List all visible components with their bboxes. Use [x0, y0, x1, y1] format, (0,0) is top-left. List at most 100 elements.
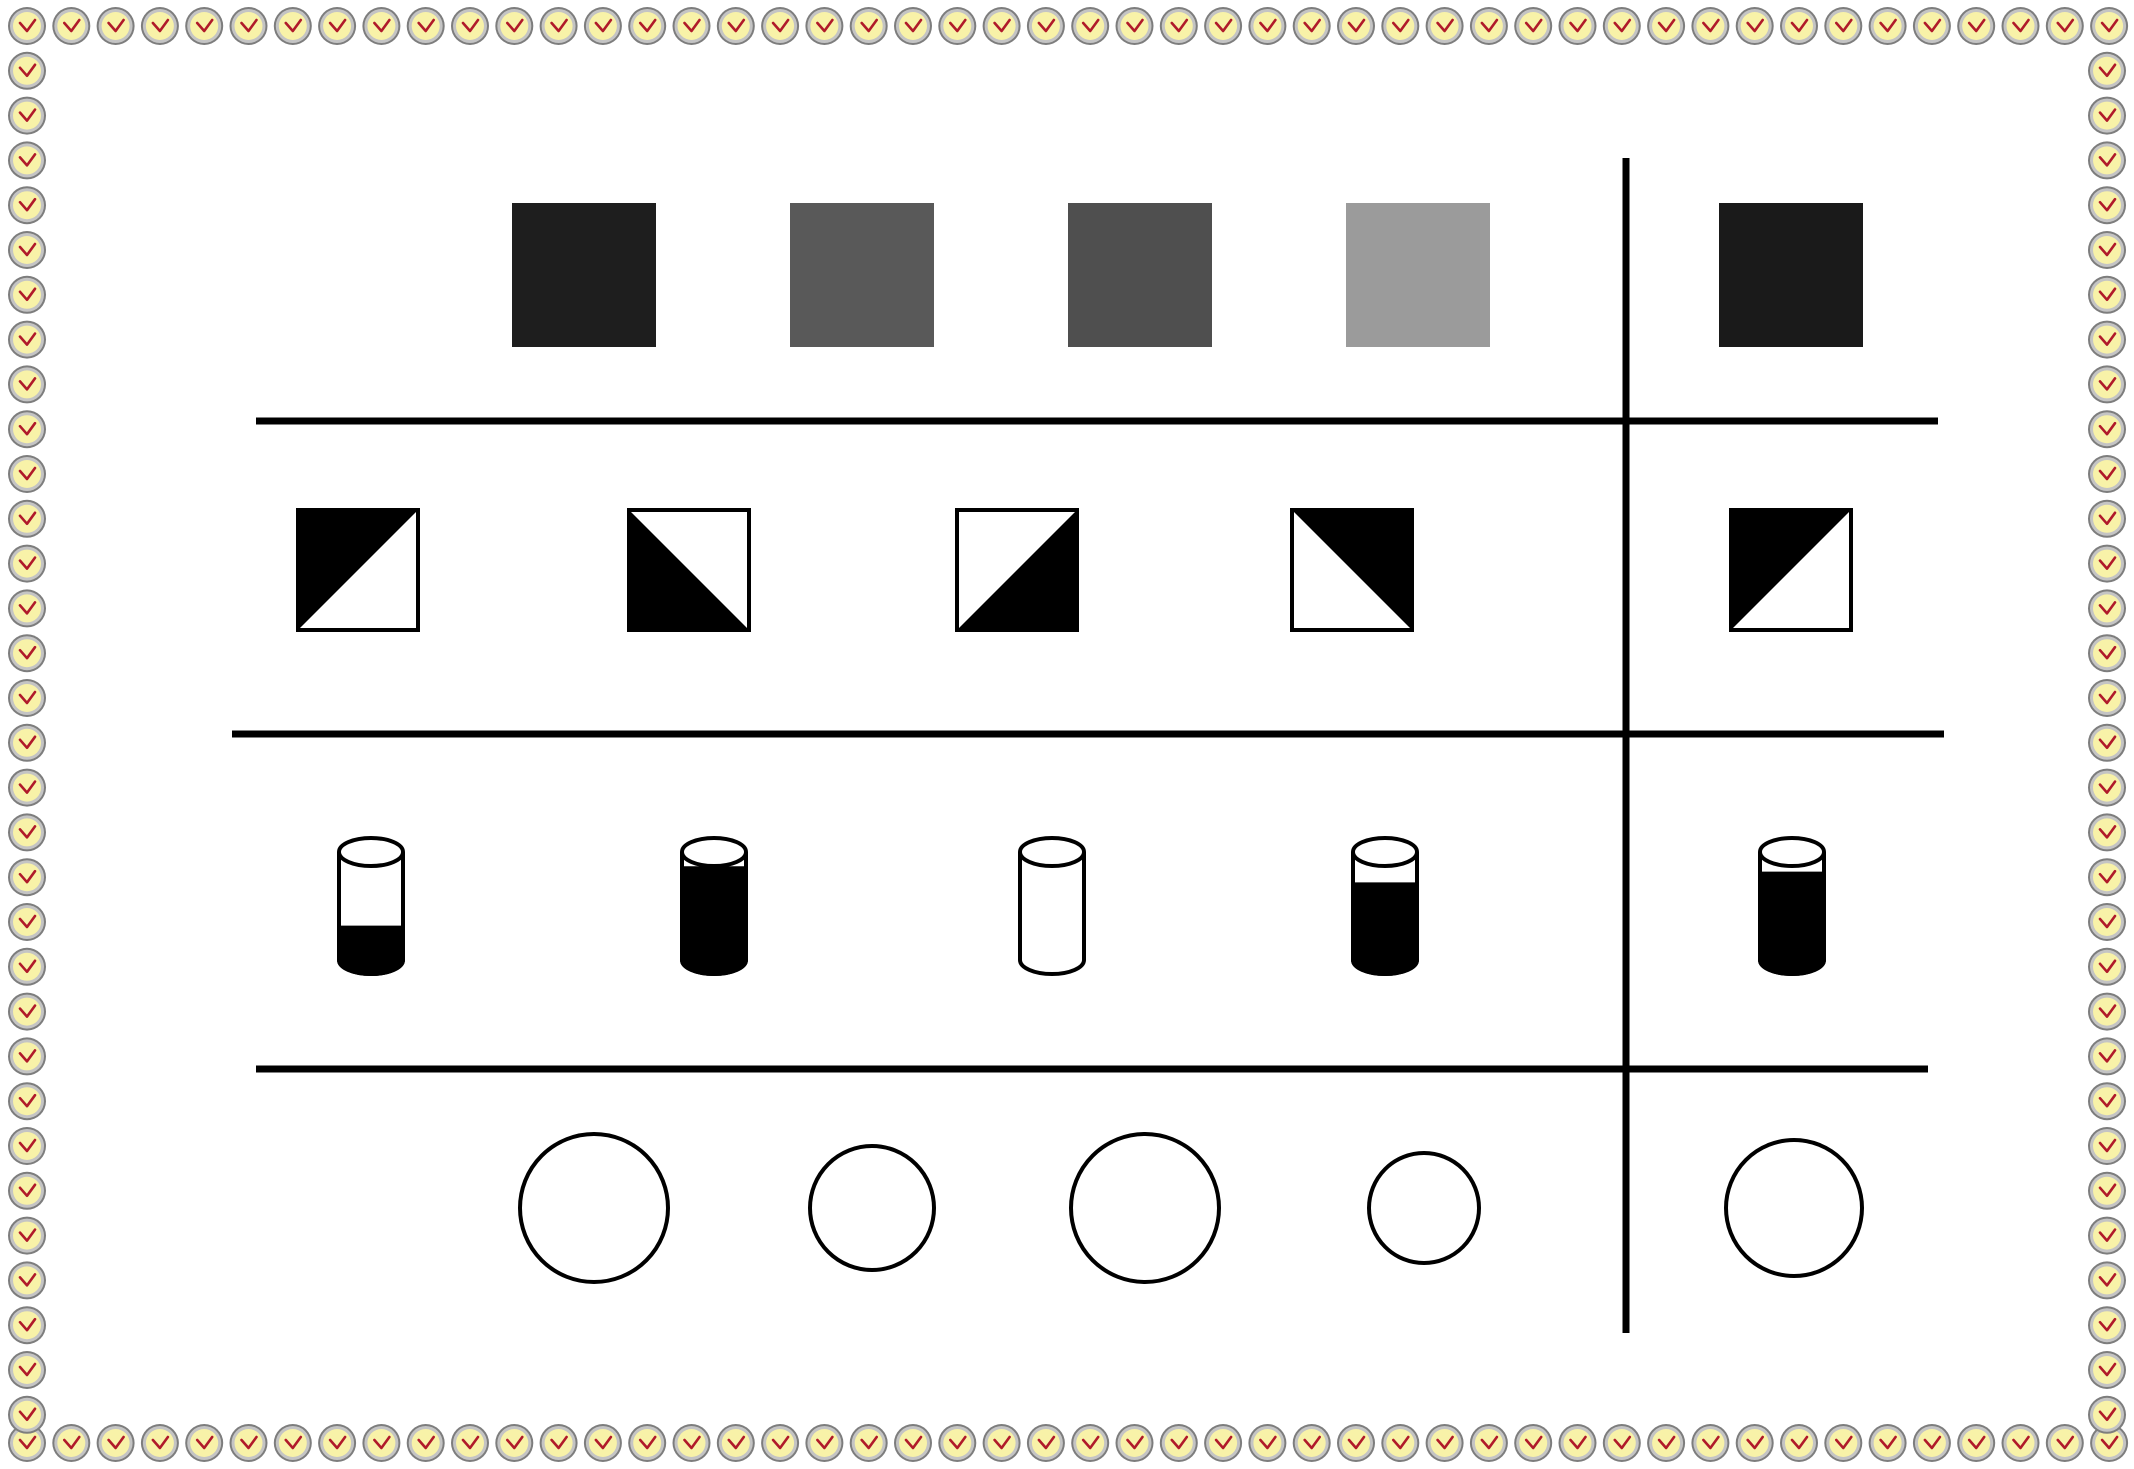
clock-icon — [1691, 1424, 1729, 1462]
clock-icon — [2088, 231, 2126, 269]
clock-icon — [673, 7, 711, 45]
clock-icon — [230, 1424, 268, 1462]
circle-shape — [1726, 1140, 1862, 1276]
clock-icon — [52, 1424, 90, 1462]
example-cell — [512, 203, 656, 347]
clock-icon — [185, 1424, 223, 1462]
clock-icon — [540, 7, 578, 45]
clock-icon — [761, 7, 799, 45]
clock-icon — [8, 141, 46, 179]
clock-icon — [2088, 634, 2126, 672]
clock-icon — [938, 7, 976, 45]
cylinder — [682, 838, 746, 974]
clock-icon — [2088, 455, 2126, 493]
clock-icon — [1071, 7, 1109, 45]
clock-icon — [1116, 7, 1154, 45]
circle-shape — [1369, 1153, 1479, 1263]
circle-shape — [520, 1134, 668, 1282]
clock-icon — [1514, 1424, 1552, 1462]
clock-icon — [1470, 1424, 1508, 1462]
clock-icon — [2088, 410, 2126, 448]
answer-cell[interactable] — [1719, 203, 1863, 347]
clock-icon — [2002, 7, 2040, 45]
example-cell — [790, 203, 934, 347]
clock-icon — [1603, 1424, 1641, 1462]
clock-icon — [2088, 769, 2126, 807]
clock-icon — [407, 7, 445, 45]
clock-icon — [2046, 7, 2084, 45]
example-cell — [1071, 1134, 1219, 1282]
answer-cell[interactable] — [1760, 838, 1824, 974]
clock-icon — [185, 7, 223, 45]
row-shaded-squares — [512, 203, 1863, 347]
clock-icon — [2088, 141, 2126, 179]
circle-shape — [810, 1146, 934, 1270]
clock-icon — [451, 7, 489, 45]
shaded-square — [1719, 203, 1863, 347]
clock-icon — [850, 7, 888, 45]
row-diagonal-split-squares — [298, 510, 1851, 630]
clock-icon — [1293, 7, 1331, 45]
clock-icon — [8, 858, 46, 896]
clock-icon — [850, 1424, 888, 1462]
clock-icon — [2088, 186, 2126, 224]
clock-icon — [1381, 1424, 1419, 1462]
clock-icon — [2088, 679, 2126, 717]
clock-icon — [1824, 7, 1862, 45]
diagonal-split-square — [629, 510, 749, 630]
clock-icon — [1337, 7, 1375, 45]
diagonal-split-square — [957, 510, 1077, 630]
clock-icon — [1691, 7, 1729, 45]
clock-icon — [2088, 993, 2126, 1031]
clock-icon — [628, 1424, 666, 1462]
clock-icon — [805, 1424, 843, 1462]
clock-icon — [2088, 589, 2126, 627]
clock-icon — [2088, 1261, 2126, 1299]
clock-icon — [1248, 7, 1286, 45]
clock-icon — [2088, 903, 2126, 941]
clock-icon — [2088, 545, 2126, 583]
clock-icon — [584, 7, 622, 45]
clock-icon — [1780, 7, 1818, 45]
example-cell — [1292, 510, 1412, 630]
clock-icon — [318, 7, 356, 45]
clock-icon — [495, 1424, 533, 1462]
example-cell — [629, 510, 749, 630]
clock-icon — [2088, 724, 2126, 762]
clock-icon — [8, 1351, 46, 1389]
clock-icon — [1293, 1424, 1331, 1462]
clock-icon — [274, 7, 312, 45]
clock-icon — [1736, 1424, 1774, 1462]
clock-icon — [1736, 7, 1774, 45]
clock-icon — [2088, 1351, 2126, 1389]
answer-cell[interactable] — [1731, 510, 1851, 630]
clock-icon — [2090, 7, 2128, 45]
clock-icon — [1426, 7, 1464, 45]
clock-icon — [1116, 1424, 1154, 1462]
clock-icon — [717, 7, 755, 45]
clock-icon — [1071, 1424, 1109, 1462]
clock-icon — [2088, 365, 2126, 403]
shaded-square — [512, 203, 656, 347]
clock-icon — [2088, 1306, 2126, 1344]
clock-icon — [1204, 7, 1242, 45]
clock-icon — [362, 1424, 400, 1462]
circle-shape — [1071, 1134, 1219, 1282]
clock-icon — [8, 545, 46, 583]
clock-icon — [8, 993, 46, 1031]
clock-icon — [141, 7, 179, 45]
answer-cell[interactable] — [1726, 1140, 1862, 1276]
clock-icon — [52, 7, 90, 45]
clock-icon — [1957, 1424, 1995, 1462]
clock-icon — [1869, 7, 1907, 45]
clock-icon — [8, 948, 46, 986]
clock-icon — [983, 7, 1021, 45]
clock-icon — [2088, 1127, 2126, 1165]
clock-icon — [2088, 858, 2126, 896]
clock-icon — [1869, 1424, 1907, 1462]
clock-icon — [8, 1037, 46, 1075]
clock-icon — [2002, 1424, 2040, 1462]
clock-icon — [495, 7, 533, 45]
clock-icon — [97, 7, 135, 45]
